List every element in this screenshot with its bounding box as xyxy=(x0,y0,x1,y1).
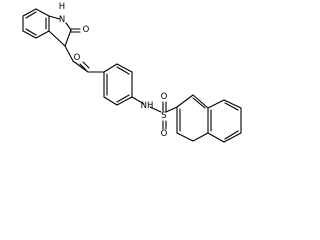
bond xyxy=(35,30,50,39)
bond xyxy=(25,28,37,36)
structure-canvas: H N O O NH S O O xyxy=(22,2,242,143)
bond xyxy=(192,94,209,109)
phenyl-ring xyxy=(103,63,133,106)
molecule-structure: H N O O NH S O O xyxy=(22,2,242,143)
bond xyxy=(165,106,178,113)
indolinone-unit xyxy=(22,8,81,47)
bond xyxy=(79,63,87,71)
atom-labels: H N O O NH S O O xyxy=(59,2,168,139)
bond xyxy=(35,8,50,17)
bond xyxy=(207,132,225,143)
ketone-linker xyxy=(64,45,105,73)
bond xyxy=(192,97,206,109)
atom-label-ring-nh: H xyxy=(59,2,65,12)
bond xyxy=(192,132,209,142)
bond xyxy=(48,15,61,20)
bond xyxy=(131,96,145,105)
atom-label-ketone-o: O xyxy=(74,53,81,63)
bond xyxy=(48,30,66,47)
bond xyxy=(103,96,118,106)
bond xyxy=(176,94,194,108)
atom-label-ring-n: N xyxy=(59,15,65,25)
atom-label-sulfonyl-o-bottom: O xyxy=(161,129,168,139)
bond xyxy=(176,132,194,142)
bond xyxy=(223,132,242,143)
atom-label-lactam-o: O xyxy=(83,25,90,35)
atom-label-sulfonyl-o-top: O xyxy=(161,92,168,102)
bond xyxy=(64,29,72,47)
bond xyxy=(116,96,133,106)
bond xyxy=(149,106,162,113)
bond xyxy=(116,63,133,73)
bond xyxy=(103,63,118,73)
atom-label-sulfur: S xyxy=(161,111,166,121)
bond xyxy=(116,66,130,75)
bond xyxy=(64,45,74,62)
bond xyxy=(223,99,242,109)
bond xyxy=(22,8,37,17)
bond xyxy=(116,94,130,103)
bond xyxy=(65,22,72,31)
bond xyxy=(82,61,90,69)
bond xyxy=(25,11,37,19)
bond xyxy=(22,30,37,39)
bond xyxy=(207,99,225,109)
naphthalene-unit xyxy=(176,94,242,143)
bond xyxy=(224,130,239,140)
bond xyxy=(224,102,239,111)
sulfonamide-group xyxy=(131,96,178,130)
atom-label-amide-nh: NH xyxy=(141,101,154,111)
